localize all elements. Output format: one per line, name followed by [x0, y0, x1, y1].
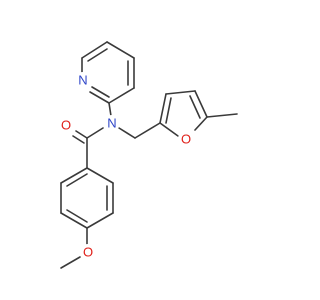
bond: [165, 97, 172, 124]
carbonyl-oxygen-label: O: [61, 118, 71, 133]
bond: [89, 91, 110, 104]
methoxy-oxygen: O: [80, 244, 96, 260]
pyridine-nitrogen: N: [75, 72, 91, 88]
bond: [60, 167, 88, 184]
pyridine-nitrogen-label: N: [78, 73, 87, 88]
bond: [194, 90, 208, 118]
bond: [108, 102, 112, 117]
furan-oxygen-label: O: [181, 132, 191, 147]
bond: [81, 41, 108, 59]
structure-diagram: N N O O O: [58, 41, 238, 269]
bond: [86, 127, 104, 139]
bond: [189, 95, 201, 119]
furan-oxygen: O: [178, 131, 194, 147]
bond: [91, 86, 110, 98]
bond: [66, 173, 88, 187]
bonds: [60, 41, 238, 269]
atom-labels: N N O O O: [58, 72, 194, 260]
carbonyl-oxygen: O: [58, 117, 74, 133]
bond: [108, 87, 135, 104]
bond: [60, 256, 81, 269]
bond: [86, 167, 114, 184]
amide-nitrogen: N: [104, 115, 120, 131]
bond: [106, 41, 135, 59]
bond: [75, 130, 88, 139]
bond: [134, 122, 161, 139]
bond: [165, 90, 196, 95]
bond: [118, 127, 136, 139]
bond: [72, 135, 85, 144]
bond: [159, 122, 179, 137]
bond: [159, 93, 167, 124]
bond: [194, 116, 208, 131]
amide-nitrogen-label: N: [107, 116, 116, 131]
bond: [87, 48, 108, 62]
bond: [66, 209, 88, 223]
methoxy-oxygen-label: O: [83, 245, 93, 260]
bond: [60, 212, 88, 229]
bond: [206, 113, 238, 118]
bond: [86, 212, 114, 229]
